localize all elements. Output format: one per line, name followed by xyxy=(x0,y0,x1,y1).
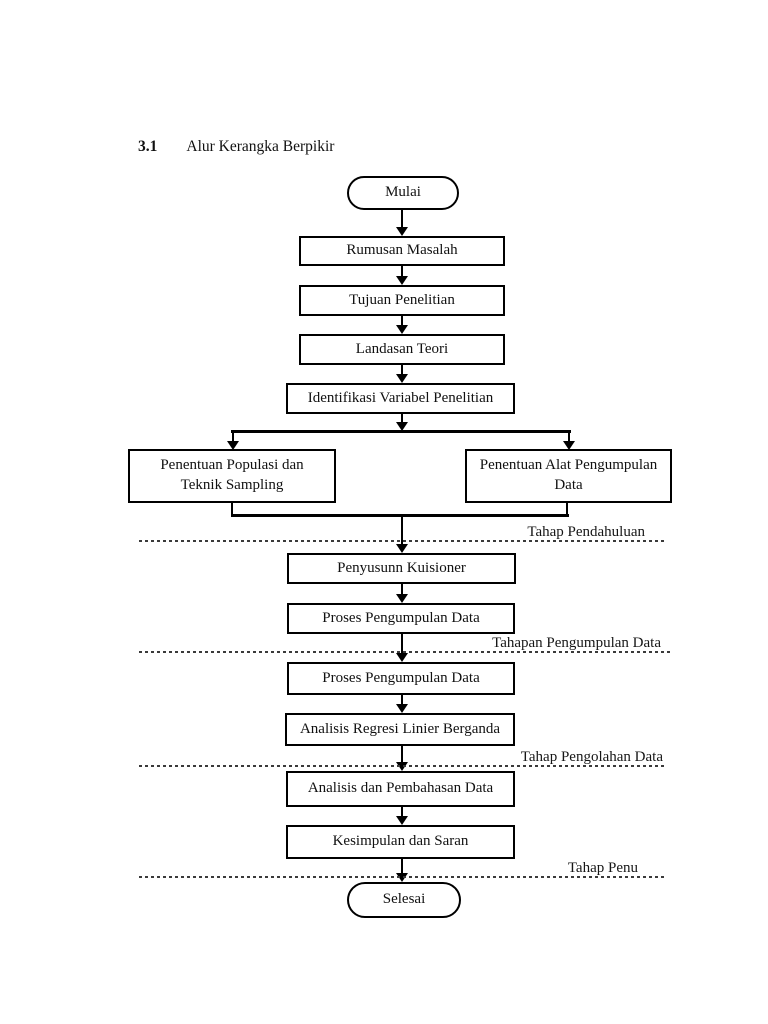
process-label: Penentuan Populasi dan Teknik Sampling xyxy=(160,457,304,493)
phase-label-pendahuluan: Tahap Pendahuluan xyxy=(527,524,645,540)
terminator-start-label: Mulai xyxy=(385,184,421,201)
process-label: Rumusan Masalah xyxy=(346,242,458,259)
process-penyusunn-kuisioner: Penyusunn Kuisioner xyxy=(287,553,516,584)
phase-label-penutup: Tahap Penu xyxy=(567,860,638,876)
section-heading: 3.1 Alur Kerangka Berpikir xyxy=(138,138,334,156)
process-rumusan-masalah: Rumusan Masalah xyxy=(299,236,505,266)
process-label: Kesimpulan dan Saran xyxy=(332,833,469,850)
process-kesimpulan-saran: Kesimpulan dan Saran xyxy=(286,825,515,859)
phase-label-pengolahan: Tahap Pengolahan Data xyxy=(520,749,663,765)
arrow-down-icon xyxy=(401,316,403,325)
process-analisis-pembahasan: Analisis dan Pembahasan Data xyxy=(286,771,515,807)
process-penentuan-populasi: Penentuan Populasi dan Teknik Sampling xyxy=(128,449,336,503)
arrow-down-icon xyxy=(401,414,403,422)
process-label: Landasan Teori xyxy=(355,340,449,357)
process-identifikasi-variabel: Identifikasi Variabel Penelitian xyxy=(286,383,515,414)
arrow-down-icon xyxy=(232,431,234,441)
process-label: Analisis Regresi Linier Berganda xyxy=(299,720,501,737)
arrow-down-icon xyxy=(401,746,403,762)
phase-divider-pengolahan xyxy=(139,765,667,767)
merge-line-right xyxy=(566,503,568,516)
arrow-down-icon xyxy=(401,584,403,594)
branch-split-line xyxy=(231,430,571,433)
phase-label-pengumpulan: Tahapan Pengumpulan Data xyxy=(492,635,661,651)
process-landasan-teori: Landasan Teori xyxy=(299,334,505,365)
process-label: Proses Pengumpulan Data xyxy=(322,609,480,626)
process-proses-pengumpulan-1: Proses Pengumpulan Data xyxy=(287,603,515,634)
arrow-down-icon xyxy=(401,634,403,653)
arrow-down-icon xyxy=(401,515,403,544)
process-label: Analisis dan Pembahasan Data xyxy=(307,780,494,797)
arrow-down-icon xyxy=(401,859,403,873)
process-label: Penyusunn Kuisioner xyxy=(337,559,466,576)
process-label: Penentuan Alat Pengumpulan Data xyxy=(479,457,658,493)
process-label: Identifikasi Variabel Penelitian xyxy=(307,389,494,406)
merge-line xyxy=(231,514,569,517)
terminator-start: Mulai xyxy=(347,176,459,210)
arrow-down-icon xyxy=(401,210,403,227)
section-title: Alur Kerangka Berpikir xyxy=(186,138,335,155)
arrow-down-icon xyxy=(401,266,403,276)
process-tujuan-penelitian: Tujuan Penelitian xyxy=(299,285,505,316)
arrow-down-icon xyxy=(568,431,570,441)
process-analisis-regresi: Analisis Regresi Linier Berganda xyxy=(285,713,515,746)
process-label: Tujuan Penelitian xyxy=(349,291,455,308)
phase-divider-pendahuluan xyxy=(139,540,665,542)
arrow-down-icon xyxy=(401,365,403,374)
arrow-down-icon xyxy=(401,807,403,816)
phase-divider-penutup xyxy=(139,876,665,878)
phase-divider-pengumpulan xyxy=(139,651,671,653)
terminator-end: Selesai xyxy=(347,882,461,918)
arrow-down-icon xyxy=(401,695,403,704)
terminator-end-label: Selesai xyxy=(382,891,426,908)
process-penentuan-alat: Penentuan Alat Pengumpulan Data xyxy=(465,449,672,503)
process-proses-pengumpulan-2: Proses Pengumpulan Data xyxy=(287,662,515,695)
merge-line-left xyxy=(231,503,233,516)
section-number: 3.1 xyxy=(138,138,158,155)
process-label: Proses Pengumpulan Data xyxy=(322,669,480,686)
